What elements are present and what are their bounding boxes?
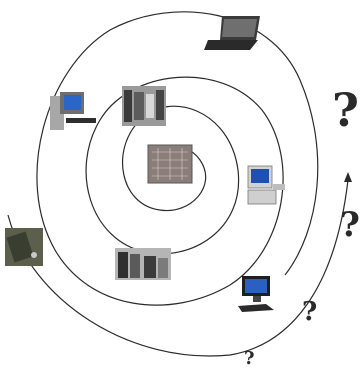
question-mark: ? [302,297,317,327]
question-mark: ? [332,83,359,137]
spiral-line [36,11,319,306]
mainframe-room-icon [122,86,166,126]
lcd-desktop-computer-icon [238,276,274,312]
desktop-crt-computer-icon [50,92,96,130]
question-mark: ? [244,348,255,369]
mainframe-room-icon [115,248,171,280]
future-arc [7,179,349,357]
question-mark: ? [340,205,360,245]
circuit-board-icon [147,144,193,184]
desktop-tower-computer-icon [247,165,285,205]
mobile-device-icon [5,228,43,266]
laptop-icon [204,16,260,50]
arrow-up-icon [344,172,352,182]
